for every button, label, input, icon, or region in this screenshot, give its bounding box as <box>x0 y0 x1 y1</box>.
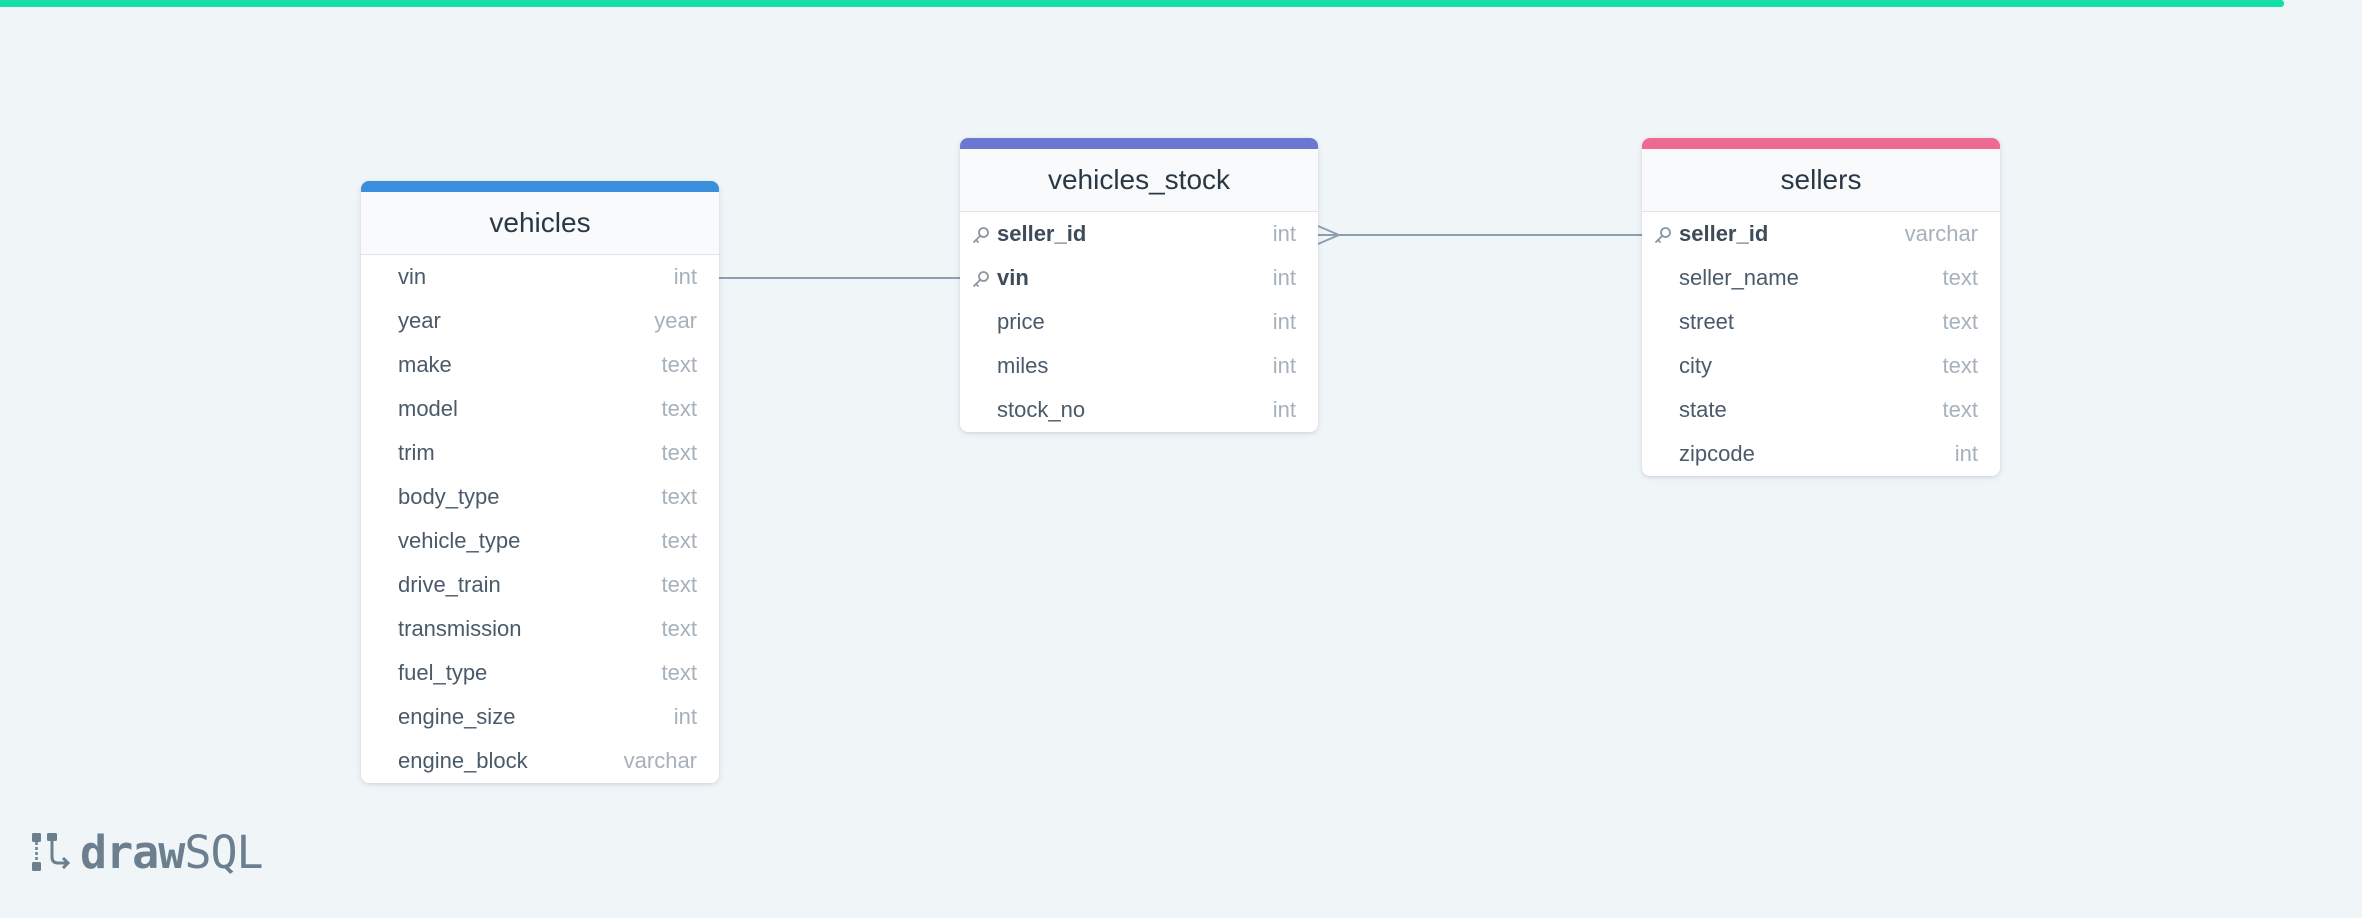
column-type: text <box>661 440 697 465</box>
table-column-row[interactable]: stock_no int <box>960 388 1318 432</box>
logo-word-draw: draw <box>80 825 185 879</box>
table-color-strip <box>960 138 1318 149</box>
column-type: text <box>661 396 697 421</box>
column-type: int <box>673 264 697 289</box>
key-icon <box>971 269 991 289</box>
column-type: text <box>661 660 697 685</box>
table-column-row[interactable]: year year <box>361 299 719 343</box>
table-color-strip <box>361 181 719 192</box>
table-column-row[interactable]: make text <box>361 343 719 387</box>
table-column-row[interactable]: fuel_type text <box>361 651 719 695</box>
column-type: int <box>673 704 697 729</box>
top-accent-bar <box>0 0 2284 7</box>
logo-word-sql: SQL <box>184 825 263 879</box>
table-column-row[interactable]: model text <box>361 387 719 431</box>
column-type: int <box>1272 265 1296 290</box>
table-column-row[interactable]: vin int <box>960 256 1318 300</box>
column-name: city <box>1679 353 1712 378</box>
table-column-row[interactable]: miles int <box>960 344 1318 388</box>
column-type: text <box>661 616 697 641</box>
column-type: text <box>1942 397 1978 422</box>
column-type: int <box>1272 397 1296 422</box>
column-name: body_type <box>398 484 500 509</box>
column-type: int <box>1272 309 1296 334</box>
table-column-row[interactable]: street text <box>1642 300 2000 344</box>
table-column-row[interactable]: body_type text <box>361 475 719 519</box>
table-column-row[interactable]: transmission text <box>361 607 719 651</box>
table-column-row[interactable]: vin int <box>361 255 719 299</box>
column-name: engine_block <box>398 748 528 773</box>
table-column-row[interactable]: drive_train text <box>361 563 719 607</box>
column-name: state <box>1679 397 1727 422</box>
column-type: text <box>1942 353 1978 378</box>
table-title[interactable]: sellers <box>1642 149 2000 212</box>
column-name: trim <box>398 440 435 465</box>
table-column-row[interactable]: engine_block varchar <box>361 739 719 783</box>
table-column-row[interactable]: state text <box>1642 388 2000 432</box>
column-name: vehicle_type <box>398 528 521 553</box>
column-type: text <box>661 352 697 377</box>
column-name: year <box>398 308 441 333</box>
table-color-strip <box>1642 138 2000 149</box>
column-name: miles <box>997 353 1049 378</box>
column-type: text <box>661 528 697 553</box>
column-type: text <box>661 484 697 509</box>
table-column-row[interactable]: trim text <box>361 431 719 475</box>
column-name: fuel_type <box>398 660 488 685</box>
column-name: engine_size <box>398 704 516 729</box>
column-name: street <box>1679 309 1735 334</box>
column-name: seller_id <box>997 221 1087 246</box>
column-name: drive_train <box>398 572 501 597</box>
table-column-row[interactable]: price int <box>960 300 1318 344</box>
table-column-row[interactable]: seller_id int <box>960 212 1318 256</box>
column-name: vin <box>398 264 427 289</box>
table-column-row[interactable]: seller_name text <box>1642 256 2000 300</box>
column-type: int <box>1272 221 1296 246</box>
column-name: seller_id <box>1679 221 1769 246</box>
key-icon <box>971 225 991 245</box>
key-icon <box>1653 225 1673 245</box>
column-name: make <box>398 352 452 377</box>
column-type: text <box>661 572 697 597</box>
drawsql-logo: draw SQL <box>30 825 264 879</box>
column-type: int <box>1272 353 1296 378</box>
table-title[interactable]: vehicles <box>361 192 719 255</box>
table-column-row[interactable]: vehicle_type text <box>361 519 719 563</box>
column-name: stock_no <box>997 397 1086 422</box>
table-title[interactable]: vehicles_stock <box>960 149 1318 212</box>
column-name: seller_name <box>1679 265 1799 290</box>
crows-foot-many-icon <box>1317 225 1340 245</box>
column-type: year <box>654 308 697 333</box>
table-column-row[interactable]: engine_size int <box>361 695 719 739</box>
table-column-row[interactable]: zipcode int <box>1642 432 2000 476</box>
column-type: text <box>1942 309 1978 334</box>
table-column-row[interactable]: city text <box>1642 344 2000 388</box>
column-type: int <box>1954 441 1978 466</box>
column-type: text <box>1942 265 1978 290</box>
column-type: varchar <box>1904 221 1978 246</box>
column-name: price <box>997 309 1045 334</box>
column-type: varchar <box>623 748 697 773</box>
column-name: vin <box>997 265 1029 290</box>
column-name: model <box>398 396 458 421</box>
column-name: transmission <box>398 616 522 641</box>
drawsql-logo-icon <box>32 833 71 871</box>
table-column-row[interactable]: seller_id varchar <box>1642 212 2000 256</box>
column-name: zipcode <box>1679 441 1755 466</box>
